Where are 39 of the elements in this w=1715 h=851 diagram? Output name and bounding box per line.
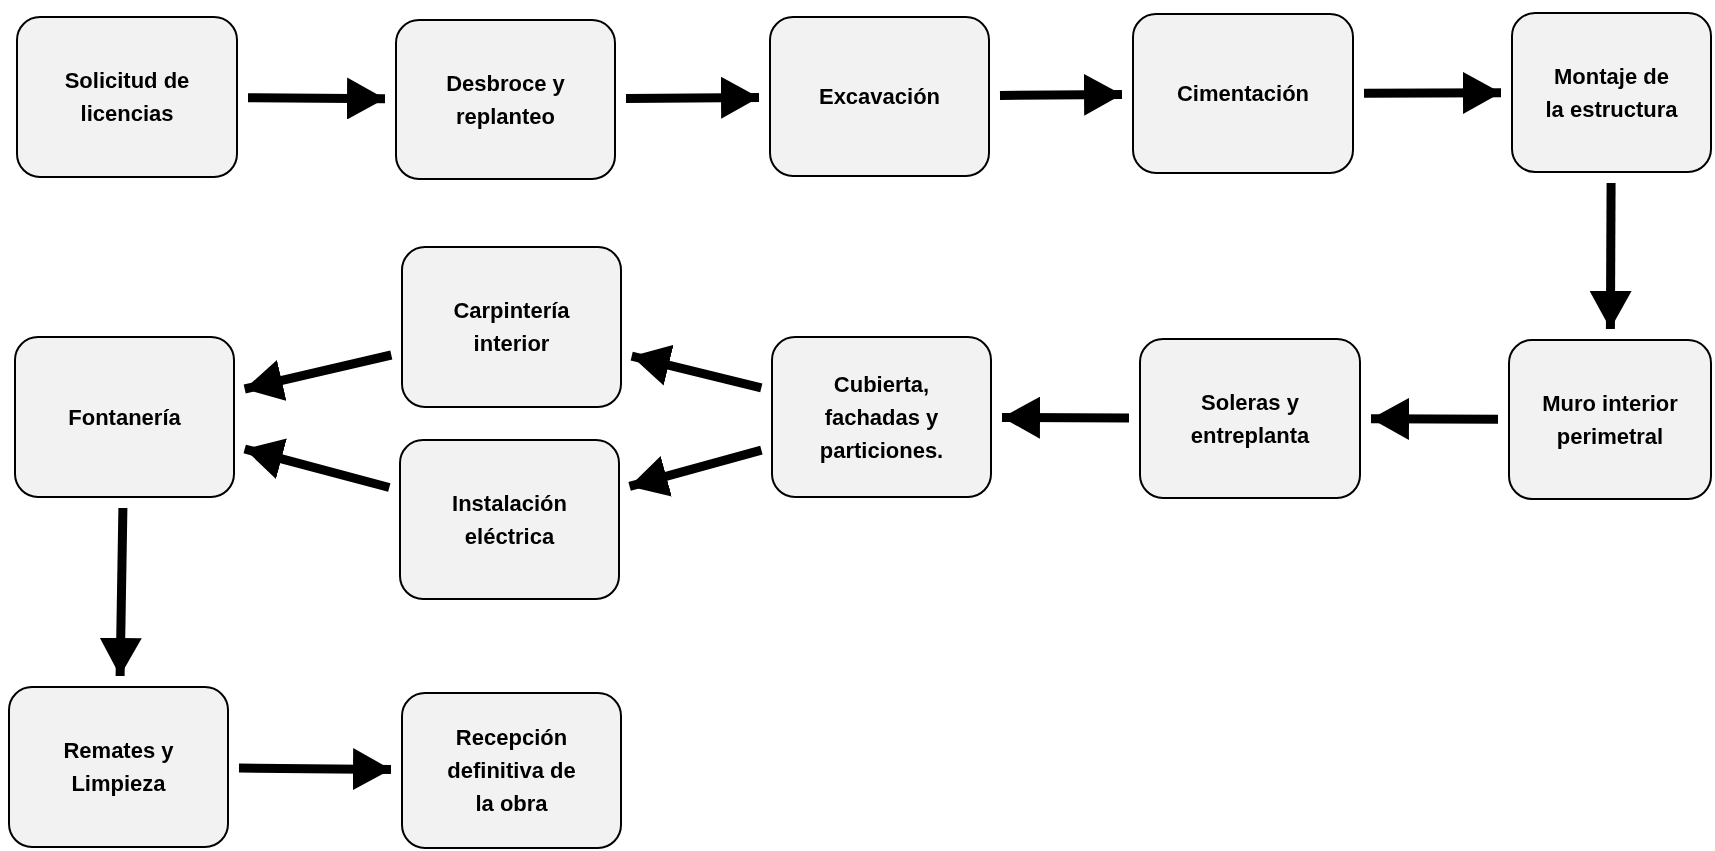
step-label: Cubierta, fachadas y particiones. [818,370,945,465]
process-box [8,686,229,848]
arrow [247,77,386,120]
step-label: Solicitud de licencias [63,67,191,128]
process-box [1508,339,1712,500]
process-box [401,692,622,849]
step-label: Soleras y entreplanta [1189,388,1311,450]
arrow [625,76,760,119]
process-box [769,16,990,177]
process-box [16,16,238,178]
arrow [628,445,763,497]
step-label: Fontanería [68,403,181,432]
arrow [1371,397,1498,440]
arrow [99,507,142,677]
step-label: Remates y Limpieza [62,737,175,798]
step-label: Excavación [818,83,941,111]
process-box [14,336,235,498]
step-label: Muro interior perimetral [1541,389,1679,451]
arrow [243,350,393,401]
process-box [771,336,992,498]
arrow [1364,71,1501,114]
process-box [401,246,622,408]
process-box [395,19,616,180]
arrow [1589,183,1632,329]
step-label: Montaje de la estructura [1544,62,1679,124]
arrow [238,748,392,791]
arrow [630,344,763,393]
process-box [1132,13,1354,174]
step-label: Carpintería interior [452,297,571,358]
process-box [1511,12,1712,173]
process-box [1139,338,1361,499]
arrow [243,438,391,492]
step-label: Cimentación [1177,80,1309,108]
step-label: Recepción definitiva de la obra [446,724,577,818]
arrow [1002,396,1129,439]
step-label: Desbroce y replanteo [445,69,566,131]
process-box [399,439,620,600]
arrow [999,73,1123,116]
step-label: Instalación eléctrica [451,489,568,551]
